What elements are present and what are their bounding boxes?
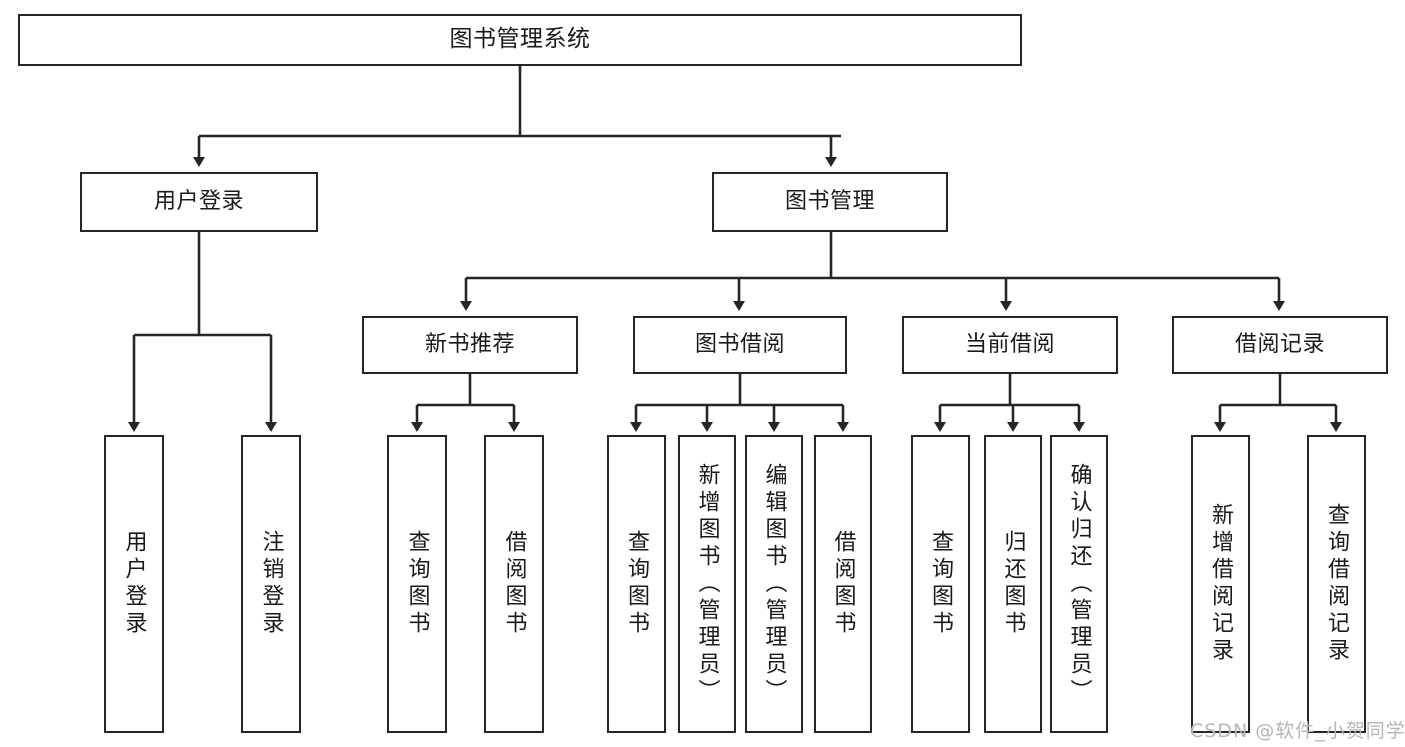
node-leaf-user-login-label: 用户登录 [121,530,147,638]
node-leaf-add-record[interactable]: 新增借阅记录 [1191,435,1250,733]
node-leaf-query-record-label: 查询借阅记录 [1324,503,1350,665]
node-leaf-query-book-3-label: 查询图书 [928,530,954,638]
node-leaf-confirm-return[interactable]: 确认归还（管理员） [1050,435,1108,733]
node-new-book-recommend[interactable]: 新书推荐 [362,316,578,374]
borrow-record-children-connectors [1214,374,1342,432]
node-leaf-borrow-book-2-label: 借阅图书 [830,530,856,638]
node-leaf-edit-book[interactable]: 编辑图书（管理员） [745,435,803,733]
node-root-label: 图书管理系统 [449,26,591,53]
book-manage-children-connectors [460,232,1285,311]
node-leaf-borrow-book-1-label: 借阅图书 [501,530,527,638]
node-current-borrow-label: 当前借阅 [964,332,1055,358]
node-leaf-query-book-2-label: 查询图书 [624,530,650,638]
node-root[interactable]: 图书管理系统 [18,14,1022,66]
node-user-login-label: 用户登录 [153,189,244,215]
node-book-manage[interactable]: 图书管理 [712,172,948,232]
node-leaf-user-login[interactable]: 用户登录 [104,435,164,733]
node-leaf-user-logout[interactable]: 注销登录 [241,435,301,733]
node-leaf-borrow-book-2[interactable]: 借阅图书 [814,435,872,733]
node-leaf-user-logout-label: 注销登录 [258,530,284,638]
current-borrow-children-connectors [934,374,1085,432]
node-leaf-query-book-2[interactable]: 查询图书 [607,435,666,733]
node-leaf-query-record[interactable]: 查询借阅记录 [1307,435,1366,733]
root-to-level2-connectors [193,66,841,167]
node-leaf-return-book-label: 归还图书 [1000,530,1026,638]
node-leaf-borrow-book-1[interactable]: 借阅图书 [484,435,544,733]
node-book-borrow[interactable]: 图书借阅 [633,316,847,374]
new-book-recommend-children-connectors [411,374,520,432]
node-book-manage-label: 图书管理 [784,189,875,215]
node-leaf-edit-book-label: 编辑图书（管理员） [761,462,787,706]
node-leaf-query-book-1[interactable]: 查询图书 [387,435,447,733]
node-current-borrow[interactable]: 当前借阅 [902,316,1118,374]
node-borrow-record[interactable]: 借阅记录 [1172,316,1388,374]
node-leaf-query-book-1-label: 查询图书 [404,530,430,638]
node-leaf-add-book[interactable]: 新增图书（管理员） [678,435,736,733]
node-leaf-add-book-label: 新增图书（管理员） [694,462,720,706]
node-leaf-return-book[interactable]: 归还图书 [984,435,1042,733]
node-user-login[interactable]: 用户登录 [80,172,318,232]
node-leaf-add-record-label: 新增借阅记录 [1208,503,1234,665]
book-borrow-children-connectors [630,374,849,432]
node-book-borrow-label: 图书借阅 [694,332,785,358]
node-borrow-record-label: 借阅记录 [1234,332,1325,358]
node-leaf-query-book-3[interactable]: 查询图书 [911,435,970,733]
node-leaf-confirm-return-label: 确认归还（管理员） [1066,462,1092,706]
user-login-children-connectors [128,232,277,432]
node-new-book-recommend-label: 新书推荐 [424,332,515,358]
